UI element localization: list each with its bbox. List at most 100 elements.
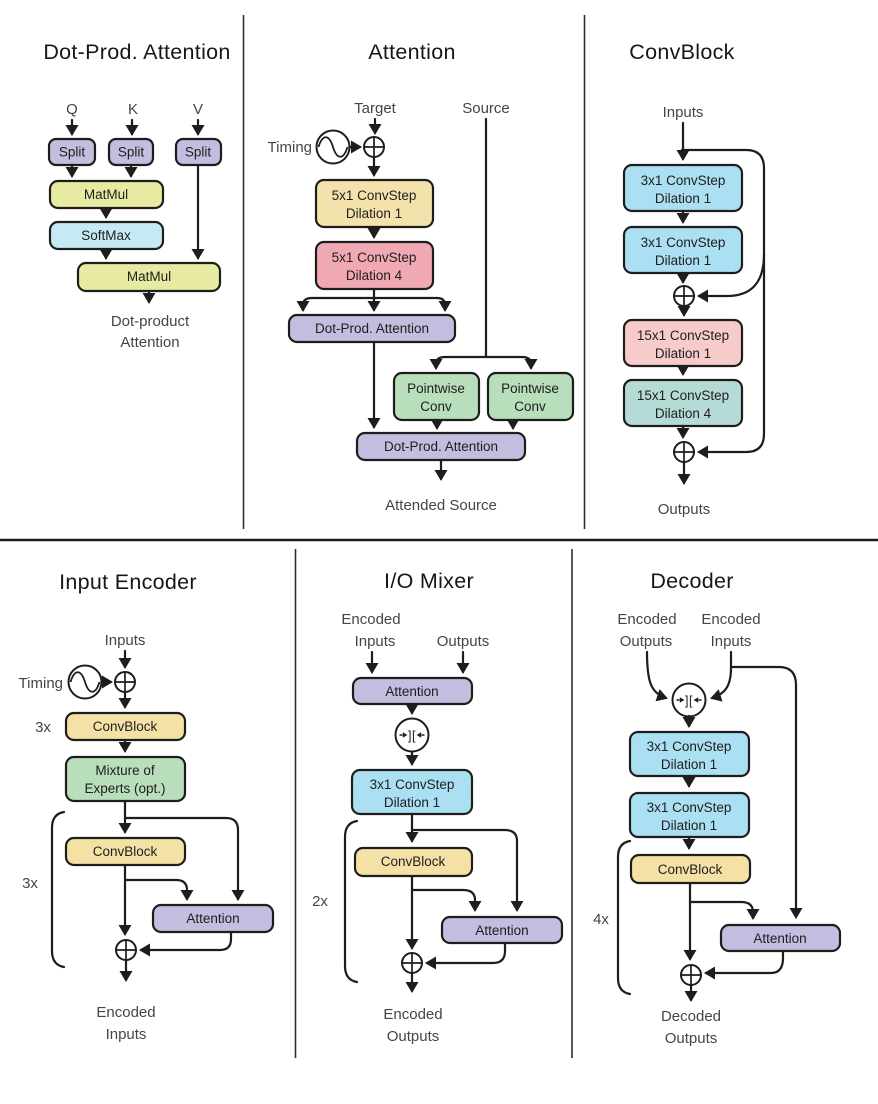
edge <box>704 949 785 980</box>
output-label-line1: Encoded <box>96 1004 155 1021</box>
attention-box <box>151 903 275 934</box>
pointwise-label-line1: Pointwise <box>501 381 559 396</box>
target-label: Target <box>354 100 397 117</box>
convstep-label-line1: 3x1 ConvStep <box>641 235 726 250</box>
panel-input-encoder: Input Encoder Inputs Timing 3x ConvBlock… <box>19 570 275 1043</box>
panel-convblock: ConvBlock Inputs 3x1 ConvStep Dilation 1… <box>622 40 766 518</box>
convblock-label: ConvBlock <box>658 862 723 877</box>
concat-icon <box>671 682 707 718</box>
panel-title: Dot-Prod. Attention <box>43 40 230 64</box>
panel-title: ConvBlock <box>629 40 734 64</box>
convblock-label: ConvBlock <box>381 854 446 869</box>
input-label-2-line2: Inputs <box>711 633 752 650</box>
repeat-label-3x-top: 3x <box>35 719 51 736</box>
convstep-label-line2: Dilation 4 <box>346 268 403 283</box>
pointwise-label-line2: Conv <box>514 399 546 414</box>
input-label-1-line1: Encoded <box>341 611 400 628</box>
convstep-label-line1: 5x1 ConvStep <box>332 250 417 265</box>
repeat-bracket <box>50 810 66 969</box>
output-label-line2: Outputs <box>665 1030 718 1047</box>
add-icon <box>115 939 137 961</box>
repeat-label-2x: 2x <box>312 893 328 910</box>
attention-label: Attention <box>753 931 806 946</box>
input-label-q: Q <box>66 101 78 118</box>
convstep-label-line2: Dilation 1 <box>346 206 402 221</box>
output-label-line1: Encoded <box>383 1006 442 1023</box>
edge-skip-outer <box>680 148 766 459</box>
edge-branch-right <box>410 828 524 912</box>
add-icon <box>673 285 695 307</box>
input-label: Inputs <box>663 104 704 121</box>
edge <box>429 355 488 370</box>
repeat-bracket <box>343 819 359 984</box>
input-label-k: K <box>128 101 138 118</box>
convblock-box <box>353 846 474 878</box>
input-label-1-line1: Encoded <box>617 611 676 628</box>
edge-branch <box>688 900 760 920</box>
output-label-line2: Outputs <box>387 1028 440 1045</box>
timing-label: Timing <box>268 139 312 156</box>
add-icon <box>680 964 702 986</box>
convblock-label: ConvBlock <box>93 844 158 859</box>
pointwise-label-line2: Conv <box>420 399 452 414</box>
attention-box <box>719 923 842 953</box>
convstep-label-line2: Dilation 1 <box>655 191 711 206</box>
convstep-label-line1: 15x1 ConvStep <box>637 328 729 343</box>
convstep-label-line2: Dilation 1 <box>661 757 717 772</box>
panel-title: Attention <box>368 40 456 64</box>
add-icon <box>363 136 385 158</box>
panel-attention: Attention Target Source Timing 5x1 ConvS… <box>268 40 575 514</box>
split-label: Split <box>118 145 145 160</box>
attention-label: Attention <box>385 684 438 699</box>
output-label-line2: Inputs <box>106 1026 147 1043</box>
panel-io-mixer: I/O Mixer Encoded Inputs Outputs Attenti… <box>312 569 564 1045</box>
convstep-label-line2: Dilation 1 <box>655 346 711 361</box>
panel-title: Decoder <box>650 569 733 593</box>
convstep-label-line2: Dilation 1 <box>661 818 717 833</box>
output-label: Attended Source <box>385 497 497 514</box>
convstep-label-line1: 5x1 ConvStep <box>332 188 417 203</box>
edge-skip-inner <box>697 252 766 303</box>
add-icon <box>401 952 423 974</box>
convstep-label-line2: Dilation 1 <box>655 253 711 268</box>
source-label: Source <box>462 100 510 117</box>
repeat-label-3x: 3x <box>22 875 38 892</box>
split-label: Split <box>185 145 212 160</box>
panel-title: Input Encoder <box>59 570 197 594</box>
edge <box>484 355 538 370</box>
pointwise-label-line1: Pointwise <box>407 381 465 396</box>
panel-title: I/O Mixer <box>384 569 474 593</box>
edge-branch <box>123 878 194 901</box>
softmax-label: SoftMax <box>81 228 131 243</box>
convstep-label-line1: 3x1 ConvStep <box>641 173 726 188</box>
timing-wave-icon <box>67 664 103 700</box>
input-label-1-line2: Inputs <box>355 633 396 650</box>
edge <box>645 650 668 702</box>
dot-prod-attention-label: Dot-Prod. Attention <box>315 321 429 336</box>
edge-branch <box>410 888 482 912</box>
add-icon <box>673 441 695 463</box>
repeat-label-4x: 4x <box>593 911 609 928</box>
edge <box>139 930 233 957</box>
edge <box>425 941 507 970</box>
moe-label-line1: Mixture of <box>95 763 155 778</box>
matmul-label: MatMul <box>84 187 128 202</box>
panel-dot-prod-attention: Dot-Prod. Attention Q K V Split Split Sp… <box>43 40 230 351</box>
convstep-label-line1: 3x1 ConvStep <box>370 777 455 792</box>
input-label-v: V <box>193 101 203 118</box>
output-label: Outputs <box>658 501 711 518</box>
output-label-line2: Attention <box>120 334 179 351</box>
split-label: Split <box>59 145 86 160</box>
pointwise-conv-box-2 <box>486 371 575 422</box>
input-label-2-line1: Encoded <box>701 611 760 628</box>
repeat-bracket <box>616 839 632 996</box>
add-icon <box>114 671 136 693</box>
attention-label: Attention <box>186 911 239 926</box>
input-label: Inputs <box>105 632 146 649</box>
convstep-label-line1: 3x1 ConvStep <box>647 800 732 815</box>
dot-prod-attention-box-1 <box>287 313 457 344</box>
concat-icon <box>394 717 430 753</box>
output-label-line1: Dot-product <box>111 313 190 330</box>
input-label-2: Outputs <box>437 633 490 650</box>
